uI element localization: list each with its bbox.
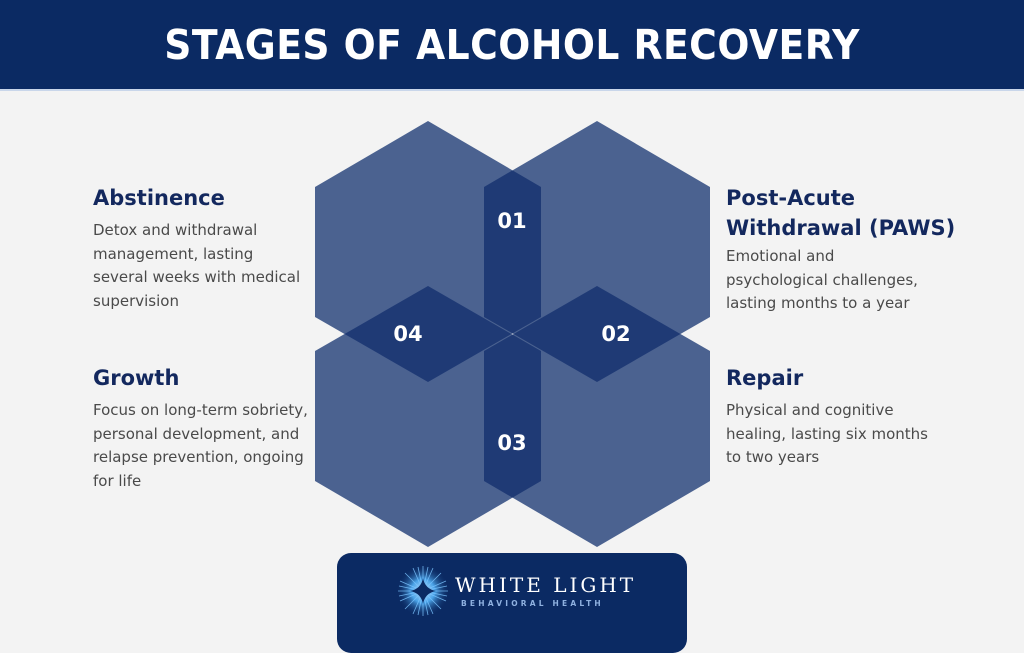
stage-title: Repair [726, 366, 804, 390]
stage-title: Abstinence [93, 186, 225, 210]
stage-number-02: 02 [601, 322, 631, 346]
stage-abstinence: Abstinence Detox and withdrawal manageme… [93, 183, 333, 313]
stage-title: Post-Acute Withdrawal (PAWS) [726, 186, 956, 240]
page-title: STAGES OF ALCOHOL RECOVERY [164, 21, 860, 69]
stage-title: Growth [93, 366, 180, 390]
starburst-icon [397, 565, 449, 617]
stage-number-01: 01 [497, 209, 527, 233]
page-header: STAGES OF ALCOHOL RECOVERY [0, 0, 1024, 90]
stage-repair: Repair Physical and cognitive healing, l… [726, 363, 966, 470]
logo-tagline: BEHAVIORAL HEALTH [461, 599, 604, 608]
header-divider [0, 89, 1024, 91]
stage-description: Physical and cognitive healing, lasting … [726, 401, 928, 466]
stage-number-03: 03 [497, 431, 527, 455]
stage-description: Emotional and psychological challenges, … [726, 247, 918, 312]
stage-paws: Post-Acute Withdrawal (PAWS) Emotional a… [726, 183, 976, 316]
stage-description: Detox and withdrawal management, lasting… [93, 221, 301, 310]
stage-number-04: 04 [393, 322, 423, 346]
logo-name: WHITE LIGHT [455, 573, 637, 597]
logo-panel: WHITE LIGHT BEHAVIORAL HEALTH [337, 553, 687, 653]
stage-growth: Growth Focus on long-term sobriety, pers… [93, 363, 333, 493]
stage-description: Focus on long-term sobriety, personal de… [93, 401, 308, 490]
